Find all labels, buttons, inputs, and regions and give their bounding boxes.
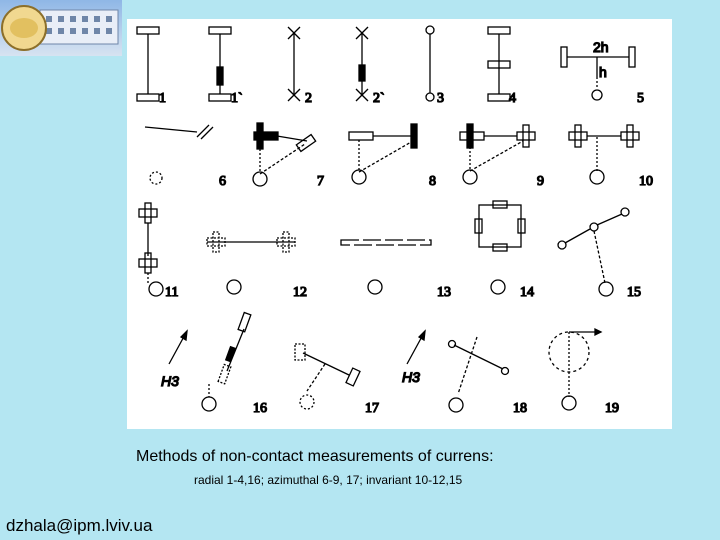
subcaption: radial 1-4,16; azimuthal 6-9, 17; invari… <box>194 473 463 487</box>
label-2prime: 2` <box>373 91 385 106</box>
figure-5 <box>560 46 636 101</box>
caption: Methods of non-contact measurements of c… <box>136 448 494 465</box>
label-18: 18 <box>513 401 527 416</box>
figure-18 <box>406 329 510 413</box>
figure-14 <box>474 200 526 295</box>
diagram-panel: 1 1` 2 2` 3 4 5 6 7 8 9 10 11 12 13 14 1… <box>127 19 672 429</box>
label-9: 9 <box>537 174 544 189</box>
label-4: 4 <box>509 91 516 106</box>
figure-6-prefix <box>144 124 214 185</box>
label-8: 8 <box>429 174 436 189</box>
label-5: 5 <box>637 91 644 106</box>
label-h3-left: H3 <box>161 373 179 389</box>
figure-8 <box>348 123 418 185</box>
figure-10 <box>568 124 640 185</box>
figure-17 <box>294 343 361 410</box>
label-15: 15 <box>627 285 641 300</box>
figure-15 <box>557 207 630 297</box>
email: dzhala@ipm.lviv.ua <box>6 516 153 535</box>
label-13: 13 <box>437 285 451 300</box>
figure-11 <box>138 202 164 297</box>
figure-4 <box>487 26 511 102</box>
label-2h: 2h <box>593 39 609 55</box>
label-h3-right: H3 <box>402 369 420 385</box>
figure-1prime <box>208 26 232 102</box>
label-17: 17 <box>365 401 379 416</box>
figure-13 <box>340 239 432 295</box>
figure-9 <box>459 123 536 185</box>
figure-1 <box>136 26 160 102</box>
label-19: 19 <box>605 401 619 416</box>
figure-2prime <box>355 26 369 102</box>
logo <box>0 0 122 56</box>
label-3: 3 <box>437 91 444 106</box>
figure-2 <box>287 26 301 102</box>
label-h: h <box>599 64 607 80</box>
figure-16 <box>168 311 252 412</box>
figure-3 <box>425 25 435 102</box>
label-14: 14 <box>520 285 534 300</box>
label-16: 16 <box>253 401 267 416</box>
label-7: 7 <box>317 174 324 189</box>
figure-7 <box>252 122 317 187</box>
label-6: 6 <box>219 174 226 189</box>
label-1prime: 1` <box>231 91 243 106</box>
label-1: 1 <box>159 91 166 106</box>
label-11: 11 <box>165 285 178 300</box>
label-12: 12 <box>293 285 307 300</box>
label-2: 2 <box>305 91 312 106</box>
label-10: 10 <box>639 174 653 189</box>
figure-19 <box>548 327 603 411</box>
figure-12 <box>206 231 296 295</box>
